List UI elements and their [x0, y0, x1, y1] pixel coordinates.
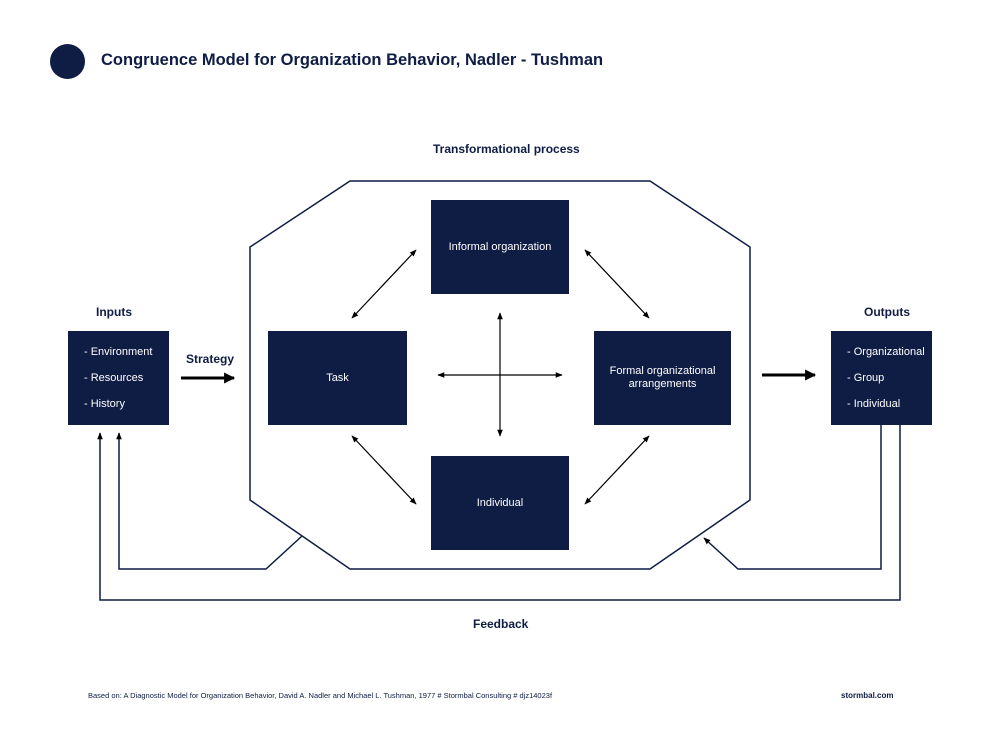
page-title: Congruence Model for Organization Behavi…	[101, 51, 604, 69]
transformational-process-label: Transformational process	[433, 142, 580, 156]
footer-site: stormbal.com	[841, 691, 894, 700]
informal-organization-box: Informal organization	[431, 200, 569, 294]
strategy-label: Strategy	[186, 352, 235, 366]
inputs-item: - Resources	[84, 371, 144, 384]
feedback-outer	[97, 425, 901, 601]
outputs-item: - Group	[847, 371, 885, 384]
inputs-label: Inputs	[96, 305, 132, 319]
feedback-inner-right	[703, 425, 882, 570]
task-box: Task	[268, 331, 407, 425]
logo-circle	[50, 44, 85, 79]
arrow-task-individual	[351, 435, 417, 505]
inputs-item: - History	[84, 397, 125, 410]
outputs-box: - Organizational - Group - Individual	[831, 331, 932, 425]
transformational-octagon	[249, 180, 751, 570]
feedback-label: Feedback	[473, 617, 529, 631]
inputs-box: - Environment - Resources - History	[68, 331, 169, 425]
arrow-formal-individual	[584, 435, 650, 505]
footer-note: Based on: A Diagnostic Model for Organiz…	[88, 691, 553, 700]
outputs-item: - Organizational	[847, 345, 925, 358]
outputs-label: Outputs	[864, 305, 910, 319]
inputs-item: - Environment	[84, 345, 153, 358]
arrow-task-informal	[351, 249, 417, 319]
formal-arrangements-box: Formal organizational arrangements	[594, 331, 731, 425]
feedback-inner-left	[116, 432, 303, 570]
individual-box: Individual	[431, 456, 569, 550]
arrow-informal-formal	[584, 249, 650, 319]
outputs-item: - Individual	[847, 397, 901, 410]
